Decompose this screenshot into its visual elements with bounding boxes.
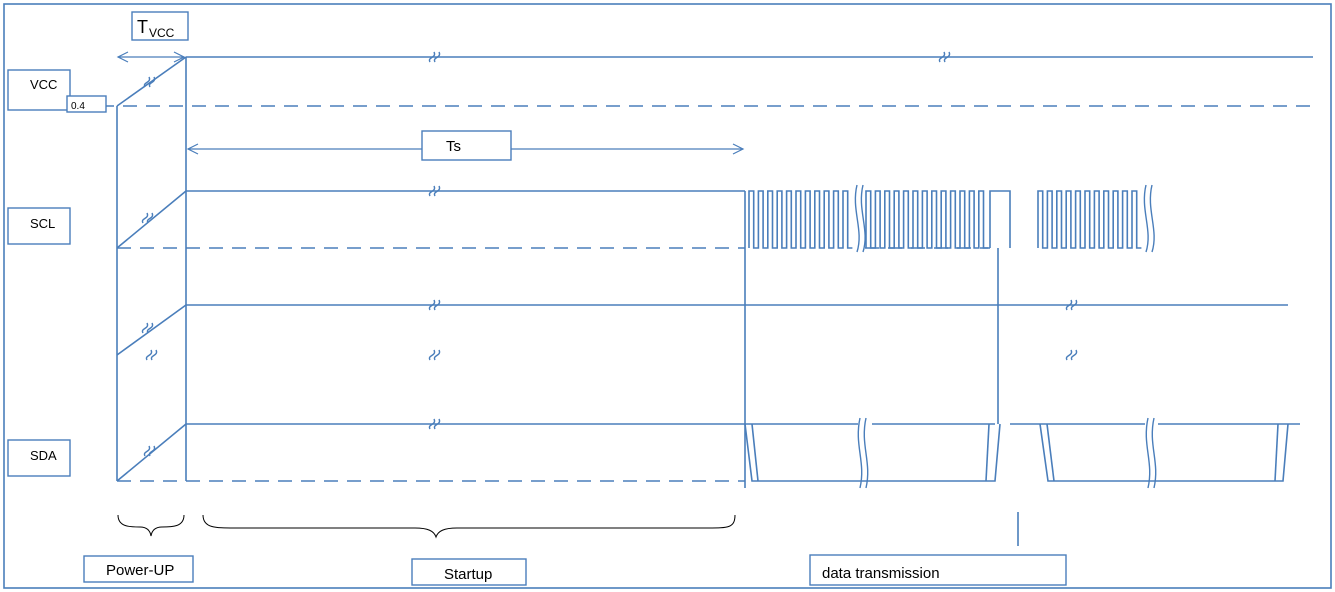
scl-clock-pulses — [1037, 190, 1142, 249]
break-mark — [143, 76, 151, 88]
middle-signal — [116, 304, 1288, 356]
vcc-signal — [8, 56, 1313, 107]
break-mark — [143, 445, 151, 457]
sda-signal — [116, 423, 1300, 482]
break-mark — [141, 322, 149, 334]
break-mark — [433, 185, 441, 197]
data-transmission-label: data transmission — [809, 554, 1067, 586]
tvcc-label-main: T — [137, 17, 148, 37]
scl-signal — [116, 190, 1142, 249]
break-mark — [433, 418, 441, 430]
vcc-label: VCC — [7, 69, 71, 111]
vcc-label-text: VCC — [30, 77, 57, 92]
startup-brace — [202, 514, 736, 539]
break-mark — [1070, 299, 1078, 311]
data-transmission-label-text: data transmission — [822, 565, 940, 582]
threshold-label: 0.4 — [66, 95, 107, 113]
scl-clock-pulses — [748, 190, 989, 249]
break-mark — [428, 51, 436, 63]
power-up-label: Power-UP — [83, 555, 194, 583]
power-up-label-text: Power-UP — [106, 562, 174, 579]
tvcc-label: T VCC — [131, 11, 189, 41]
break-mark — [428, 418, 436, 430]
break-mark — [428, 299, 436, 311]
break-mark — [148, 445, 156, 457]
break-mark — [150, 349, 158, 361]
startup-label: Startup — [411, 558, 527, 586]
break-mark — [1065, 299, 1073, 311]
sda-label: SDA — [7, 439, 71, 477]
break-mark — [433, 349, 441, 361]
break-mark — [145, 349, 153, 361]
ts-label: Ts — [421, 130, 512, 161]
break-mark — [1065, 349, 1073, 361]
break-mark — [428, 185, 436, 197]
ts-label-text: Ts — [446, 138, 461, 155]
scl-label-text: SCL — [30, 216, 55, 231]
tvcc-label-sub: VCC — [149, 26, 175, 40]
break-mark — [938, 51, 946, 63]
break-mark — [943, 51, 951, 63]
break-mark — [141, 212, 149, 224]
vertical-markers — [116, 57, 1019, 546]
break-mark — [146, 212, 154, 224]
break-mark — [146, 322, 154, 334]
break-mark — [433, 299, 441, 311]
break-marks — [141, 51, 1078, 457]
sda-label-text: SDA — [30, 448, 57, 463]
power-up-brace — [117, 514, 185, 537]
startup-label-text: Startup — [444, 566, 492, 583]
break-mark — [433, 51, 441, 63]
scl-label: SCL — [7, 207, 71, 245]
break-mark — [1070, 349, 1078, 361]
stream-break-arcs — [854, 184, 1157, 489]
diagram-frame — [3, 3, 1332, 589]
threshold-label-text: 0.4 — [71, 101, 85, 112]
break-mark — [428, 349, 436, 361]
tvcc-arrow — [116, 51, 186, 63]
break-mark — [148, 76, 156, 88]
